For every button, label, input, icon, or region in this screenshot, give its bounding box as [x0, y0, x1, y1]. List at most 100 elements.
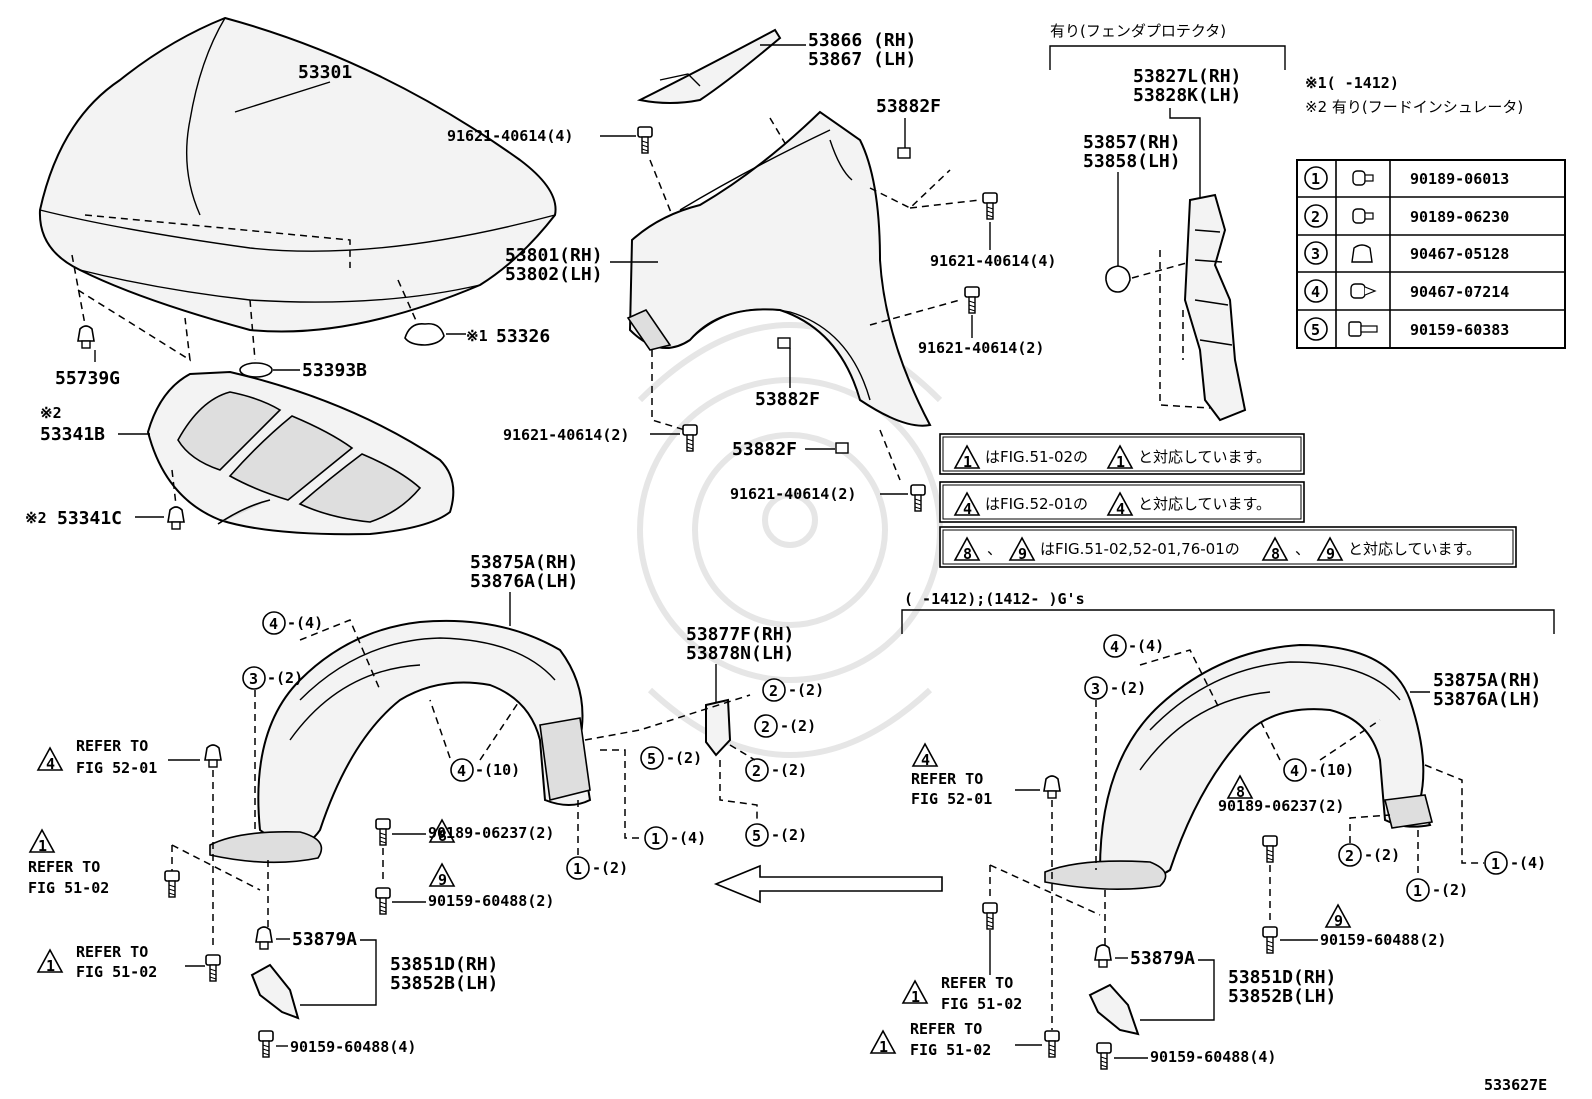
- label-bracket-lh: 53878N(LH): [686, 643, 794, 664]
- label-left-q2-b: -(2): [780, 717, 816, 735]
- bolt-top-icon: [637, 126, 653, 154]
- svg-text:2: 2: [761, 718, 770, 736]
- note-2: ※2 有り(フードインシュレータ): [1305, 98, 1523, 116]
- hood-clip-icon: [404, 322, 445, 346]
- svg-text:1: 1: [1116, 453, 1125, 471]
- table-icon-5: [1348, 321, 1378, 337]
- left-stay-illustration: [250, 963, 300, 1020]
- svg-text:9: 9: [1334, 912, 1343, 930]
- table-part-2: 90189-06230: [1410, 208, 1509, 226]
- label-hood-clip-mark: ※1: [466, 327, 488, 345]
- fastener-table: 1 2 3 4 5 90189-06013 90189-06230 90467-…: [1296, 159, 1566, 349]
- svg-text:3: 3: [249, 670, 258, 688]
- svg-text:4: 4: [921, 751, 930, 769]
- label-right-clip79: 53879A: [1130, 948, 1195, 969]
- label-fender-rh: 53801(RH): [505, 245, 603, 266]
- clip-mid-icon: [777, 337, 791, 349]
- diagram-code: 533627E: [1484, 1076, 1547, 1094]
- label-left-q4-mid: -(10): [475, 761, 520, 779]
- label-right-ref1a-l2: FIG 51-02: [941, 995, 1022, 1013]
- label-seal-strip-lh: 53867 (LH): [808, 49, 916, 70]
- label-pad-rh: 53857(RH): [1083, 132, 1181, 153]
- liner-left-illustration: [209, 619, 592, 864]
- label-insulator: 53341B: [40, 424, 105, 445]
- label-left-screw-bottom: 90159-60488(4): [290, 1038, 416, 1056]
- label-pad-lh: 53858(LH): [1083, 151, 1181, 172]
- label-right-header: ( -1412);(1412- )G's: [904, 590, 1085, 608]
- right-screw9-icon: [1262, 926, 1278, 954]
- table-icon-3: [1351, 244, 1373, 263]
- bracket-illustration: [705, 698, 732, 757]
- label-right-q1-a: -(4): [1510, 854, 1546, 872]
- svg-text:1: 1: [46, 957, 55, 975]
- insulator-clip-icon: [167, 506, 185, 530]
- label-liner-right-lh: 53876A(LH): [1433, 689, 1541, 710]
- label-right-ref1b-l1: REFER TO: [910, 1020, 982, 1038]
- label-left-q2-a: -(2): [788, 681, 824, 699]
- left-clip-nut-icon: [204, 744, 222, 768]
- label-hood-clip: 53326: [496, 326, 550, 347]
- label-left-q4-top: -(4): [287, 614, 323, 632]
- hood-illustration: [38, 16, 557, 333]
- label-liner-right-rh: 53875A(RH): [1433, 670, 1541, 691]
- label-right-q1-b: -(2): [1432, 881, 1468, 899]
- label-seal: 53393B: [302, 360, 367, 381]
- label-left-ref1a-l1: REFER TO: [28, 858, 100, 876]
- svg-text:4: 4: [1116, 500, 1125, 518]
- label-protector-rh: 53827L(RH): [1133, 66, 1241, 87]
- label-protector-lh: 53828K(LH): [1133, 85, 1241, 106]
- label-right-screw-bottom: 90159-60488(4): [1150, 1048, 1276, 1066]
- label-insulator-clip: 53341C: [57, 508, 122, 529]
- note-box-8-9: 8 、 9 はFIG.51-02,52-01,76-01の 8 、 9 と対応し…: [939, 526, 1517, 568]
- label-right-q2: -(2): [1364, 846, 1400, 864]
- label-insulator-clip-mark: ※2: [25, 509, 47, 527]
- svg-text:1: 1: [651, 830, 660, 848]
- label-bolt-bottom: 91621-40614(2): [730, 485, 856, 503]
- table-num-2: 2: [1311, 208, 1320, 226]
- svg-text:8: 8: [963, 545, 972, 563]
- svg-text:と対応しています。: と対応しています。: [1348, 540, 1481, 558]
- label-right-stay-lh: 53852B(LH): [1228, 986, 1336, 1007]
- label-bolt-left-low: 91621-40614(2): [503, 426, 629, 444]
- hood-bumper-icon: [77, 325, 95, 349]
- table-part-5: 90159-60383: [1410, 321, 1509, 339]
- label-bolt-right-top: 91621-40614(4): [930, 252, 1056, 270]
- direction-arrow-icon: [713, 864, 943, 904]
- label-right-ref4-l2: FIG 52-01: [911, 790, 992, 808]
- table-num-4: 4: [1311, 283, 1320, 301]
- svg-text:1: 1: [1491, 855, 1500, 873]
- svg-text:1: 1: [963, 453, 972, 471]
- left-screw8-icon: [375, 818, 391, 846]
- label-clip-low: 53882F: [732, 439, 797, 460]
- table-num-3: 3: [1311, 245, 1320, 263]
- table-part-3: 90467-05128: [1410, 245, 1509, 263]
- clip-low-icon: [835, 442, 849, 454]
- label-right-ref4-l1: REFER TO: [911, 770, 983, 788]
- label-left-ref4-l1: REFER TO: [76, 737, 148, 755]
- svg-text:1: 1: [38, 837, 47, 855]
- label-fender-lh: 53802(LH): [505, 264, 603, 285]
- svg-text:と対応しています。: と対応しています。: [1138, 448, 1271, 466]
- label-right-q3: -(2): [1110, 679, 1146, 697]
- right-screw-bottom-icon: [1096, 1042, 1112, 1070]
- label-left-q1-a: -(4): [670, 829, 706, 847]
- label-right-ref1b-l2: FIG 51-02: [910, 1041, 991, 1059]
- svg-text:5: 5: [647, 750, 656, 768]
- label-protector-header: 有り(フェンダプロテクタ): [1050, 22, 1226, 40]
- table-part-4: 90467-07214: [1410, 283, 1509, 301]
- fender-illustration: [626, 110, 932, 427]
- svg-text:4: 4: [963, 500, 972, 518]
- svg-text:9: 9: [438, 871, 447, 889]
- liner-right-illustration: [1044, 643, 1433, 890]
- left-screw-bottom-icon: [258, 1030, 274, 1058]
- label-liner-left-lh: 53876A(LH): [470, 571, 578, 592]
- svg-text:9: 9: [1018, 545, 1027, 563]
- table-icon-2: [1352, 208, 1374, 224]
- svg-text:8: 8: [1271, 545, 1280, 563]
- svg-text:と対応しています。: と対応しています。: [1138, 495, 1271, 513]
- svg-text:4: 4: [1290, 762, 1299, 780]
- svg-text:1: 1: [573, 860, 582, 878]
- label-left-q5-a: -(2): [666, 749, 702, 767]
- svg-text:1: 1: [1413, 882, 1422, 900]
